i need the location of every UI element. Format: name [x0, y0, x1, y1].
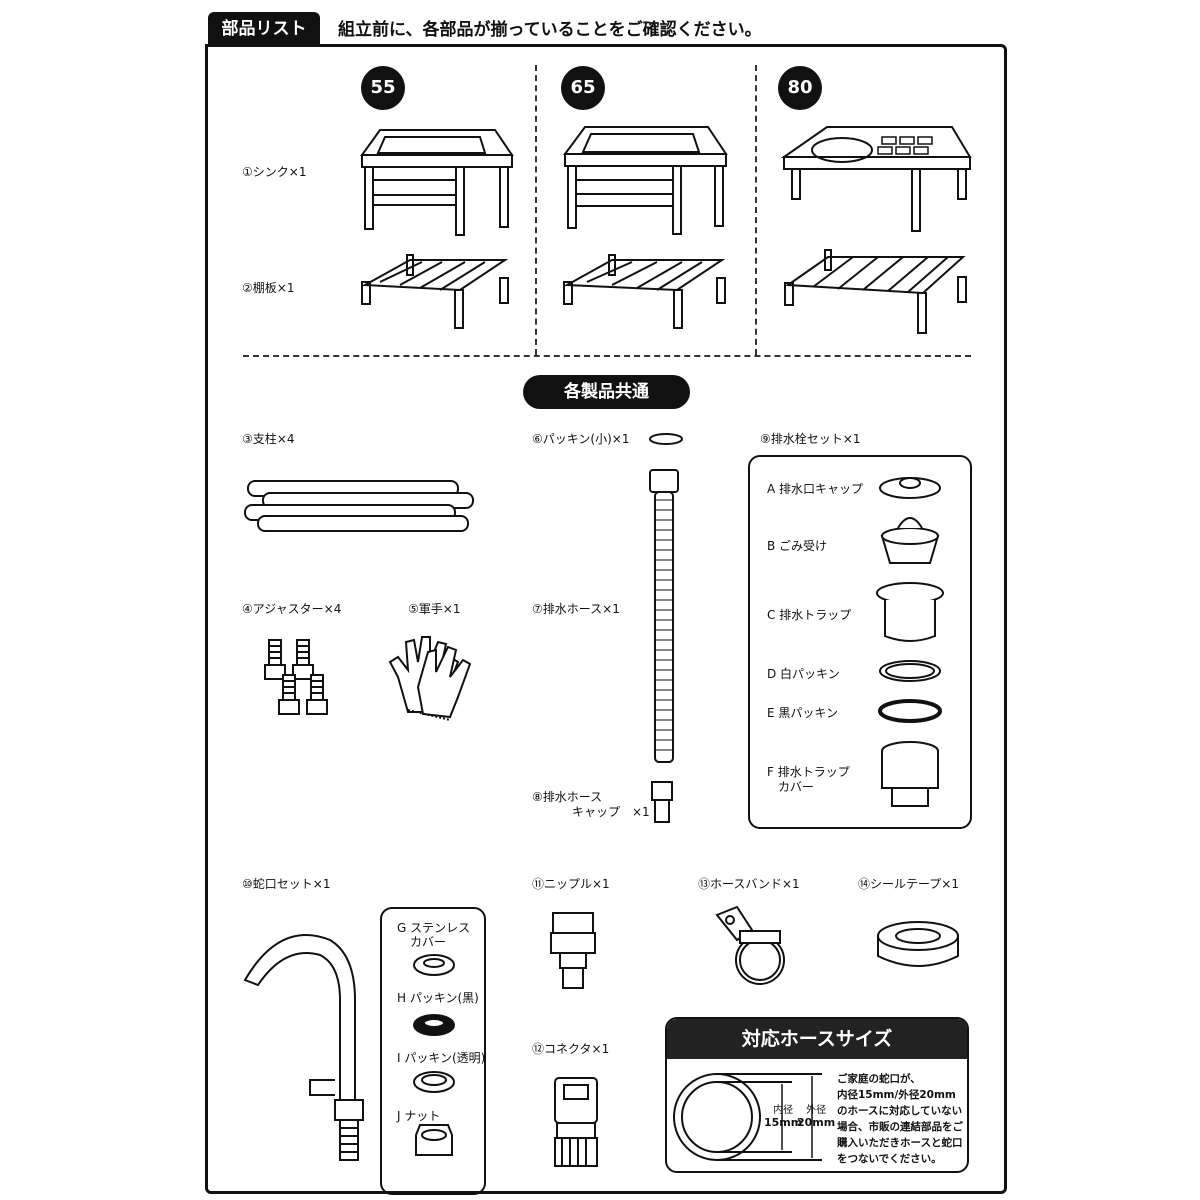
part-label-hose-band: ⑬ホースバンド×1 — [698, 877, 800, 891]
drain-hose-illustration — [649, 469, 679, 763]
faucet-item-g-2: カバー — [410, 935, 447, 949]
note-line: 場合、市販の連結部品をご — [837, 1121, 963, 1133]
inner-diameter-label: 内径 — [773, 1105, 794, 1116]
posts-illustration — [244, 480, 474, 532]
note-line: をつないでください。 — [837, 1153, 942, 1165]
drain-item-f-2: カバー — [778, 780, 815, 794]
hose-diagram — [673, 1073, 822, 1161]
outer-diameter-label: 外径 — [806, 1105, 827, 1116]
outer-diameter-value: 20mm — [797, 1116, 836, 1129]
part-label-gloves: ⑤軍手×1 — [408, 602, 461, 616]
drain-item-c: C 排水トラップ — [767, 608, 852, 622]
part-label-hose-cap-qty: キャップ ×1 — [572, 805, 650, 819]
part-label-posts: ③支柱×4 — [242, 432, 295, 446]
drain-item-b: B ごみ受け — [767, 539, 828, 553]
part-label-drain-hose: ⑦排水ホース×1 — [532, 602, 620, 616]
faucet-item-j: J ナット — [397, 1109, 441, 1123]
nipple-illustration — [550, 912, 596, 989]
part-label-connector: ⑫コネクタ×1 — [532, 1042, 610, 1056]
part-label-nipple: ⑪ニップル×1 — [532, 877, 610, 891]
drain-item-a: A 排水口キャップ — [767, 482, 864, 496]
shelf-80-illustration — [784, 249, 967, 334]
note-line: 内径15mm/外径20mm — [837, 1089, 956, 1101]
note-line: ご家庭の蛇口が、 — [837, 1073, 921, 1085]
drain-item-e: E 黒パッキン — [767, 706, 839, 720]
part-label-adjusters: ④アジャスター×4 — [242, 602, 342, 616]
hose-cap-illustration — [651, 781, 673, 823]
faucet-illustration — [243, 934, 364, 1161]
divider — [535, 65, 537, 355]
part-label-sink: ①シンク×1 — [242, 165, 307, 179]
hose-band-illustration — [715, 905, 785, 985]
note-line: のホースに対応していない — [837, 1105, 963, 1117]
inner-diameter-value: 15mm — [764, 1116, 803, 1129]
seal-tape-illustration — [877, 921, 959, 967]
part-label-drain-set: ⑨排水栓セット×1 — [760, 432, 861, 446]
sink-80-illustration — [780, 126, 972, 232]
gloves-illustration — [388, 636, 472, 721]
model-badge-55: 55 — [361, 66, 405, 110]
divider — [243, 355, 971, 357]
shelf-55-illustration — [361, 254, 509, 329]
frame — [205, 44, 1007, 1194]
part-label-shelf: ②棚板×1 — [242, 281, 295, 295]
sink-55-illustration — [360, 129, 514, 236]
page-title: 組立前に、各部品が揃っていることをご確認ください。 — [338, 20, 762, 40]
sink-65-illustration — [563, 126, 728, 235]
faucet-item-h: H パッキン(黒) — [397, 991, 479, 1005]
connector-illustration — [554, 1077, 598, 1167]
section-tab: 部品リスト — [208, 12, 320, 46]
faucet-set-box — [380, 907, 486, 1195]
drain-item-f: F 排水トラップ — [767, 765, 850, 779]
hose-size-title: 対応ホースサイズ — [667, 1019, 967, 1059]
drain-set-box — [748, 455, 972, 829]
model-badge-80: 80 — [778, 66, 822, 110]
part-label-hose-cap: ⑧排水ホース — [532, 790, 603, 804]
faucet-item-g: G ステンレス — [397, 921, 471, 935]
faucet-parts-illustration — [413, 954, 455, 1156]
note-line: 購入いただきホースと蛇口 — [837, 1137, 963, 1149]
adjusters-illustration — [264, 639, 328, 715]
faucet-item-i: I パッキン(透明) — [397, 1051, 486, 1065]
small-packing-illustration — [649, 433, 683, 445]
divider — [755, 65, 757, 355]
shelf-65-illustration — [563, 254, 726, 329]
model-badge-65: 65 — [561, 66, 605, 110]
part-label-seal-tape: ⑭シールテープ×1 — [858, 877, 959, 891]
part-label-faucet-set: ⑩蛇口セット×1 — [242, 877, 331, 891]
common-parts-heading: 各製品共通 — [523, 375, 690, 409]
hose-size-note: ご家庭の蛇口が、 内径15mm/外径20mm のホースに対応していない 場合、市… — [837, 1071, 963, 1167]
drain-parts-illustration — [876, 477, 944, 807]
drain-item-d: D 白パッキン — [767, 667, 840, 681]
part-label-small-packing: ⑥パッキン(小)×1 — [532, 432, 630, 446]
